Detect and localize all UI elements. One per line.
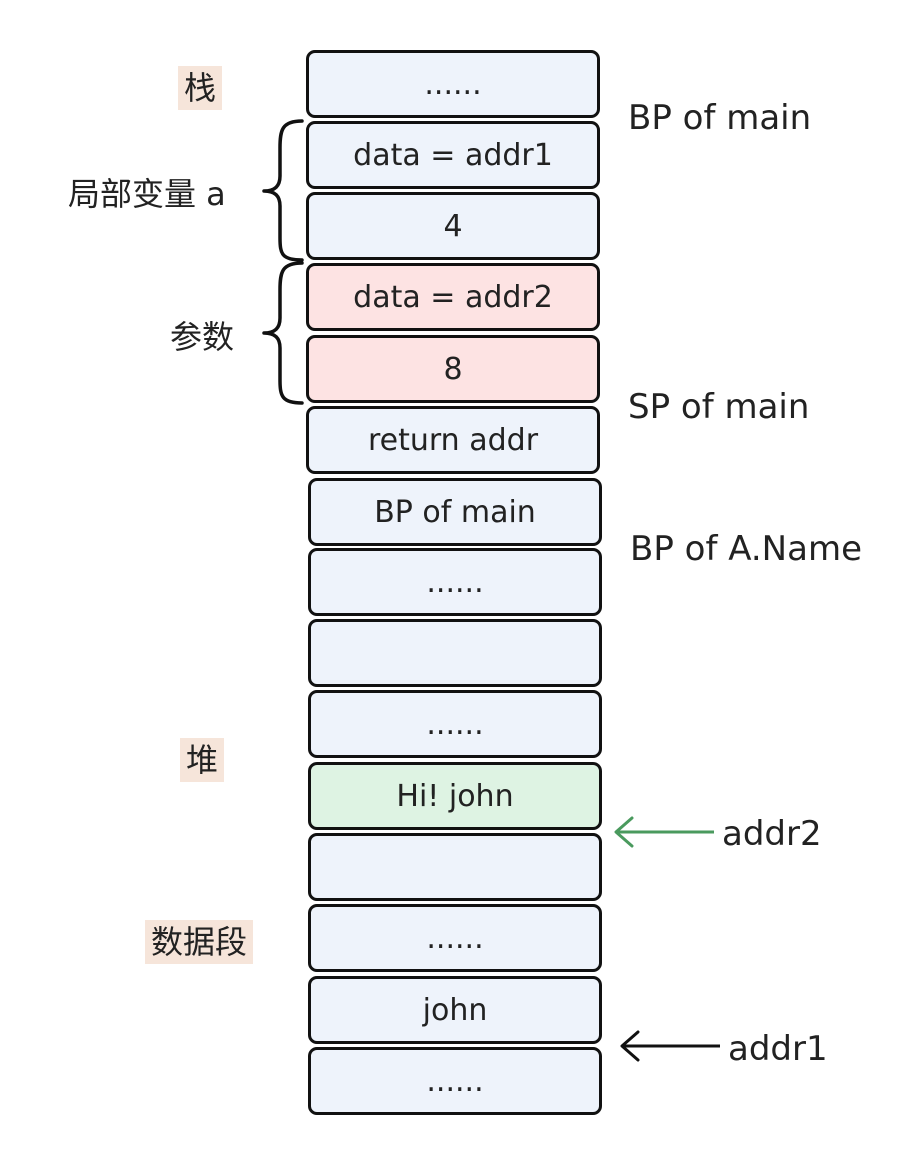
local-variable-brace	[262, 119, 304, 262]
stack-cell-ellipsis-top: ......	[306, 50, 600, 118]
stack-cell-return-addr: return addr	[306, 406, 600, 474]
local-variable-label: 局部变量 a	[68, 175, 226, 213]
data-segment-section-label: 数据段	[145, 920, 254, 964]
addr2-arrow	[614, 816, 714, 848]
heap-cell-empty	[308, 833, 602, 901]
stack-cell-param-data: data = addr2	[306, 263, 600, 331]
stack-section-label: 栈	[178, 66, 223, 110]
stack-cell-bp-of-main: BP of main	[308, 478, 602, 546]
stack-cell-ellipsis-2: ......	[308, 548, 602, 616]
parameters-label: 参数	[170, 318, 235, 356]
bp-of-main-label: BP of main	[628, 98, 812, 138]
data-segment-cell-ellipsis-1: ......	[308, 904, 602, 972]
parameters-brace	[262, 261, 304, 405]
heap-cell-ellipsis: ......	[308, 690, 602, 758]
sp-of-main-label: SP of main	[628, 387, 810, 427]
heap-cell-hi-john: Hi! john	[308, 762, 602, 830]
addr2-label: addr2	[722, 814, 822, 854]
stack-cell-local-len: 4	[306, 192, 600, 260]
addr1-label: addr1	[728, 1029, 828, 1069]
bp-of-aname-label: BP of A.Name	[630, 529, 862, 569]
data-segment-cell-john: john	[308, 976, 602, 1044]
heap-section-label: 堆	[180, 738, 225, 782]
stack-cell-param-len: 8	[306, 335, 600, 403]
addr1-arrow	[620, 1030, 720, 1062]
data-segment-cell-ellipsis-2: ......	[308, 1047, 602, 1115]
stack-cell-empty-1	[308, 619, 602, 687]
stack-cell-local-data: data = addr1	[306, 121, 600, 189]
